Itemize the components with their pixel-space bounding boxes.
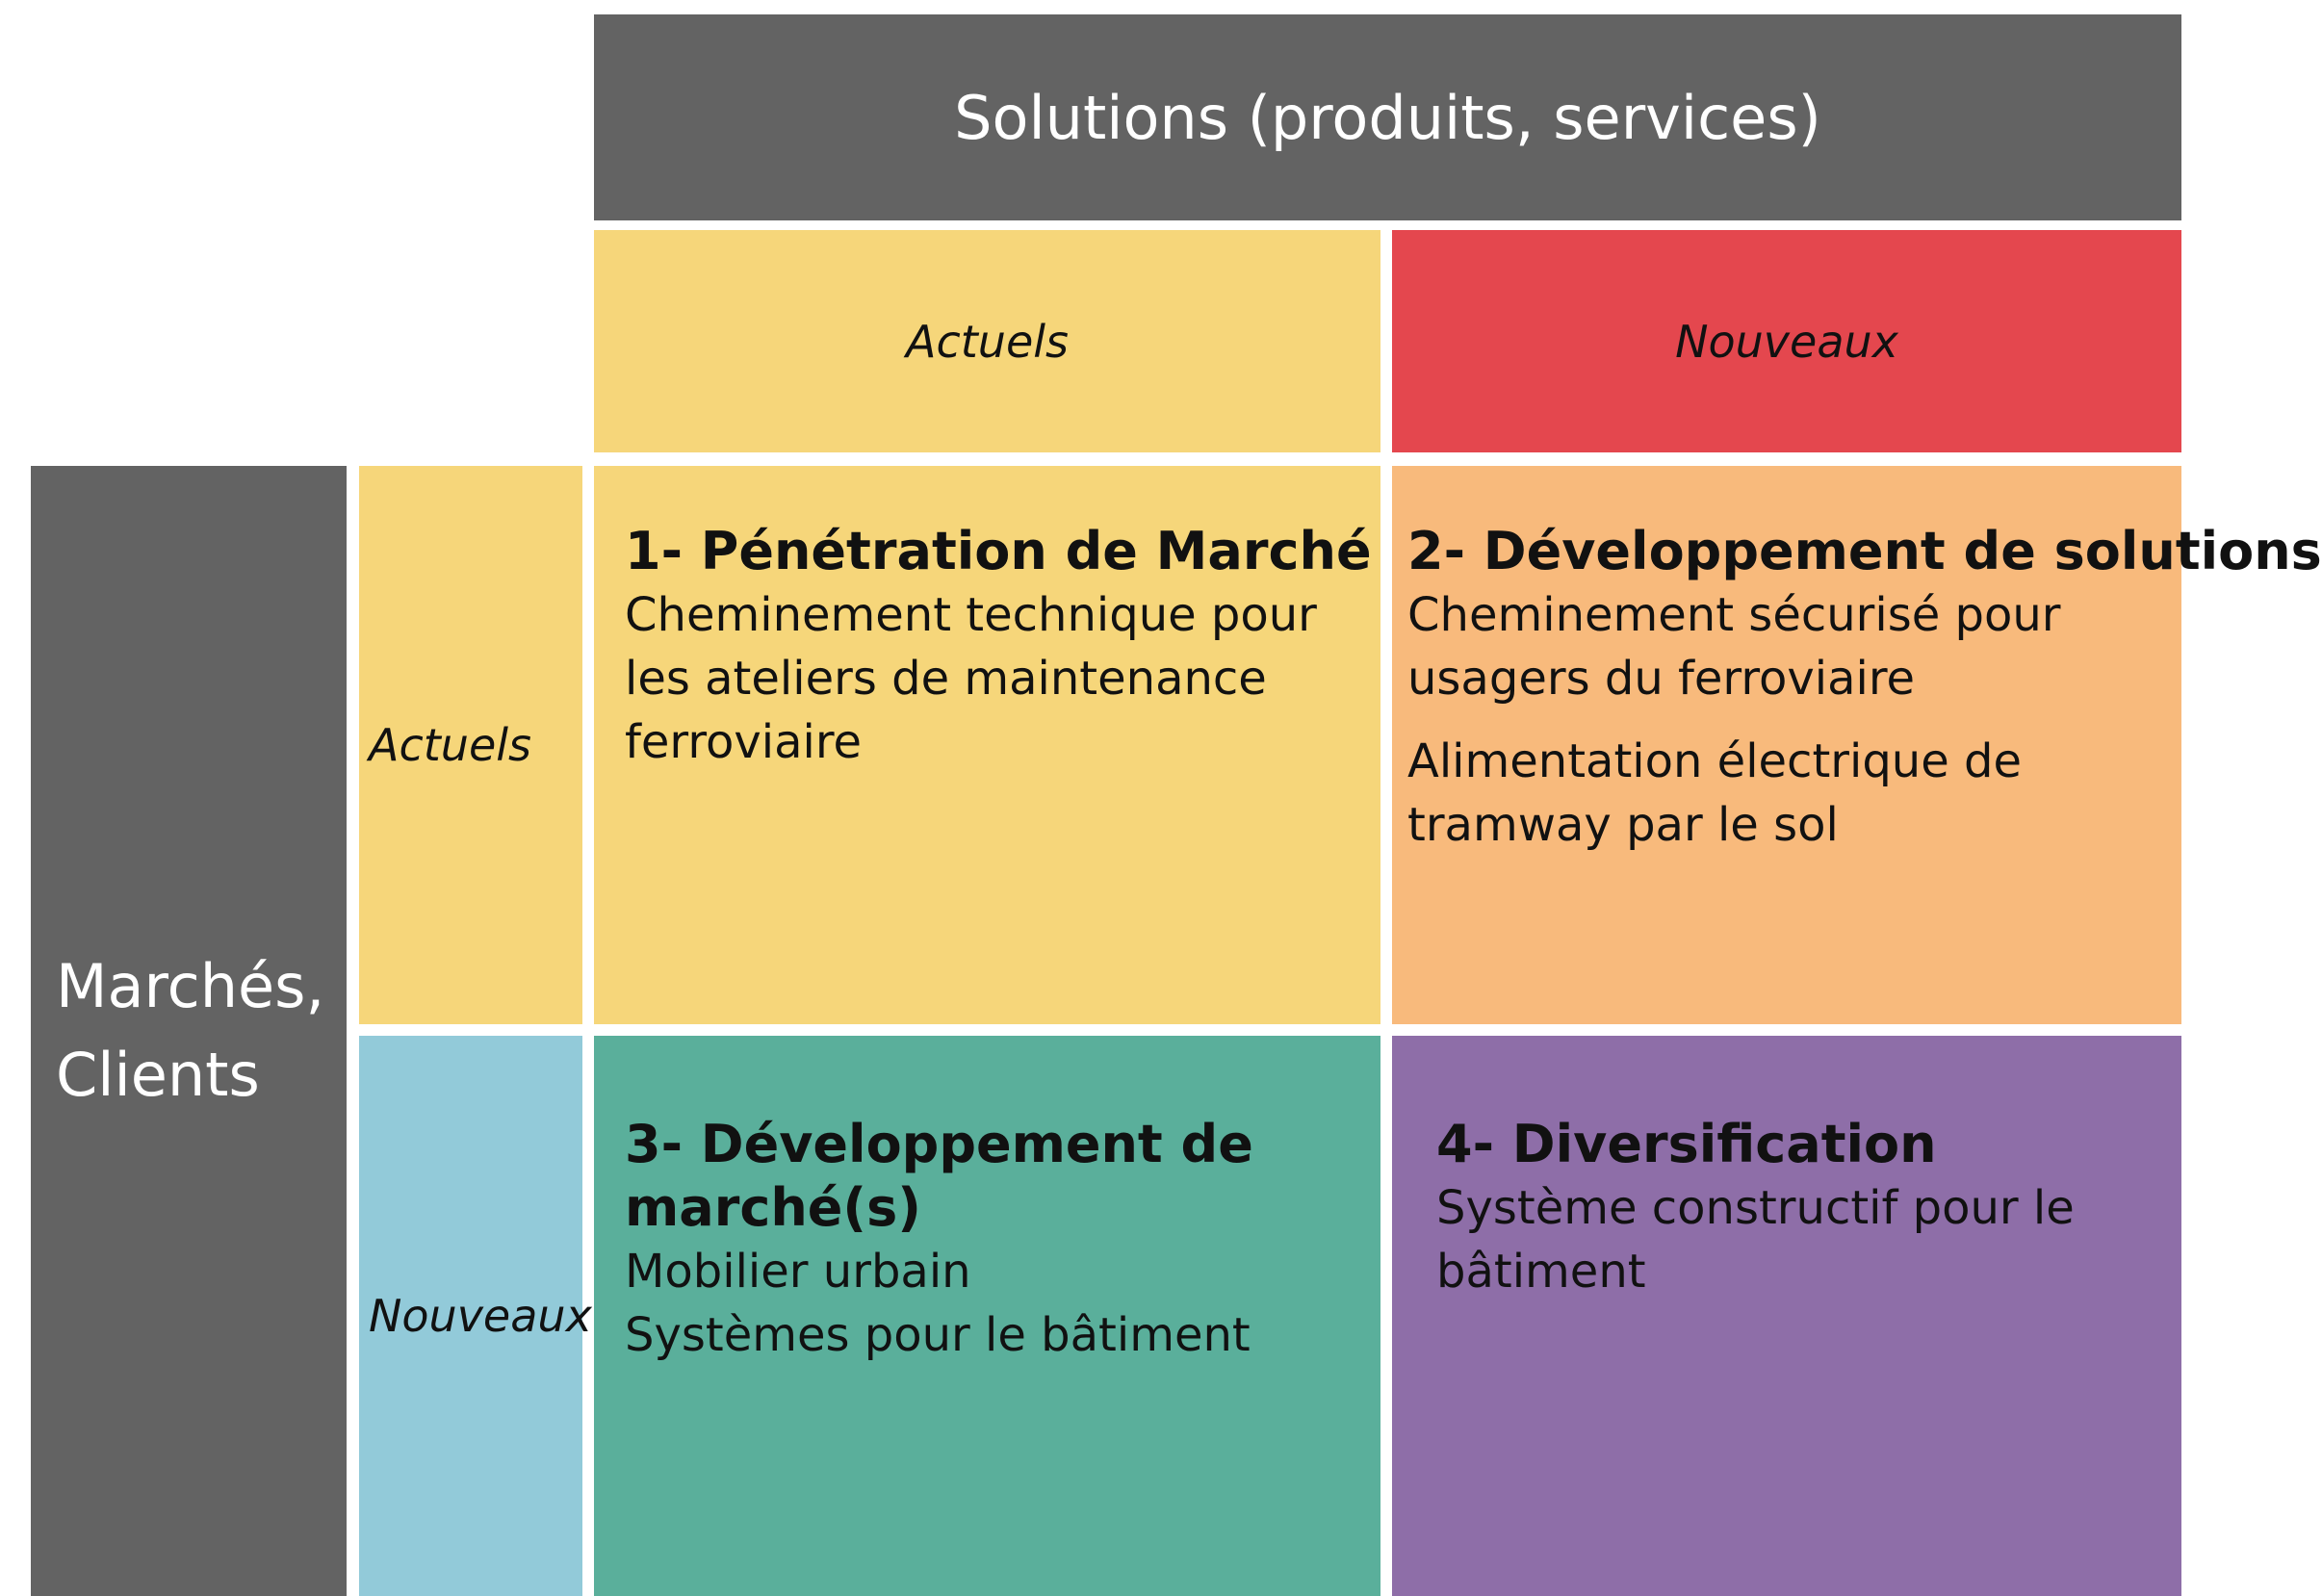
quadrant-market-penetration: 1- Pénétration de Marché Cheminement tec…	[594, 466, 1380, 1024]
quadrant-diversification: 4- Diversification Système constructif p…	[1392, 1036, 2181, 1596]
quadrant-title-line1: 3- Développement de	[625, 1114, 1253, 1174]
row-header-new-label: Nouveaux	[369, 1290, 592, 1342]
solutions-header: Solutions (produits, services)	[594, 14, 2181, 220]
quadrant-text-line: Mobilier urbain	[625, 1245, 971, 1299]
quadrant-solution-development: 2- Développement de solutions Cheminemen…	[1392, 466, 2322, 1024]
column-header-current-label: Actuels	[906, 315, 1069, 368]
markets-header-line2: Clients	[56, 1040, 260, 1110]
quadrant-text-line: usagers du ferroviaire	[1407, 652, 1916, 706]
row-header-current-label: Actuels	[369, 719, 531, 771]
quadrant-text-line: Systèmes pour le bâtiment	[625, 1308, 1251, 1362]
quadrant-text-line: Cheminement sécurisé pour	[1407, 588, 2061, 642]
quadrant-text-line: bâtiment	[1436, 1245, 1646, 1299]
column-header-current: Actuels	[594, 230, 1380, 452]
quadrant-text-line: ferroviaire	[625, 715, 863, 769]
column-header-new: Nouveaux	[1392, 230, 2181, 452]
quadrant-text-line: Cheminement technique pour	[625, 588, 1317, 642]
markets-header: Marchés, Clients	[31, 466, 347, 1596]
row-header-new: Nouveaux	[359, 1036, 592, 1596]
quadrant-text-line: Système constructif pour le	[1436, 1181, 2075, 1235]
quadrant-title: 1- Pénétration de Marché	[625, 521, 1372, 581]
quadrant-title: 4- Diversification	[1436, 1114, 1937, 1174]
quadrant-title: 2- Développement de solutions	[1407, 521, 2322, 581]
markets-header-line1: Marchés,	[56, 951, 325, 1021]
row-header-current: Actuels	[359, 466, 582, 1024]
quadrant-text-line: Alimentation électrique de	[1407, 734, 2023, 788]
quadrant-title-line2: marché(s)	[625, 1177, 921, 1238]
quadrant-text-line: tramway par le sol	[1407, 798, 1839, 852]
solutions-header-label: Solutions (produits, services)	[954, 82, 1821, 153]
quadrant-market-development: 3- Développement de marché(s) Mobilier u…	[594, 1036, 1380, 1596]
quadrant-text-line: les ateliers de maintenance	[625, 652, 1267, 706]
column-header-new-label: Nouveaux	[1675, 315, 1898, 368]
